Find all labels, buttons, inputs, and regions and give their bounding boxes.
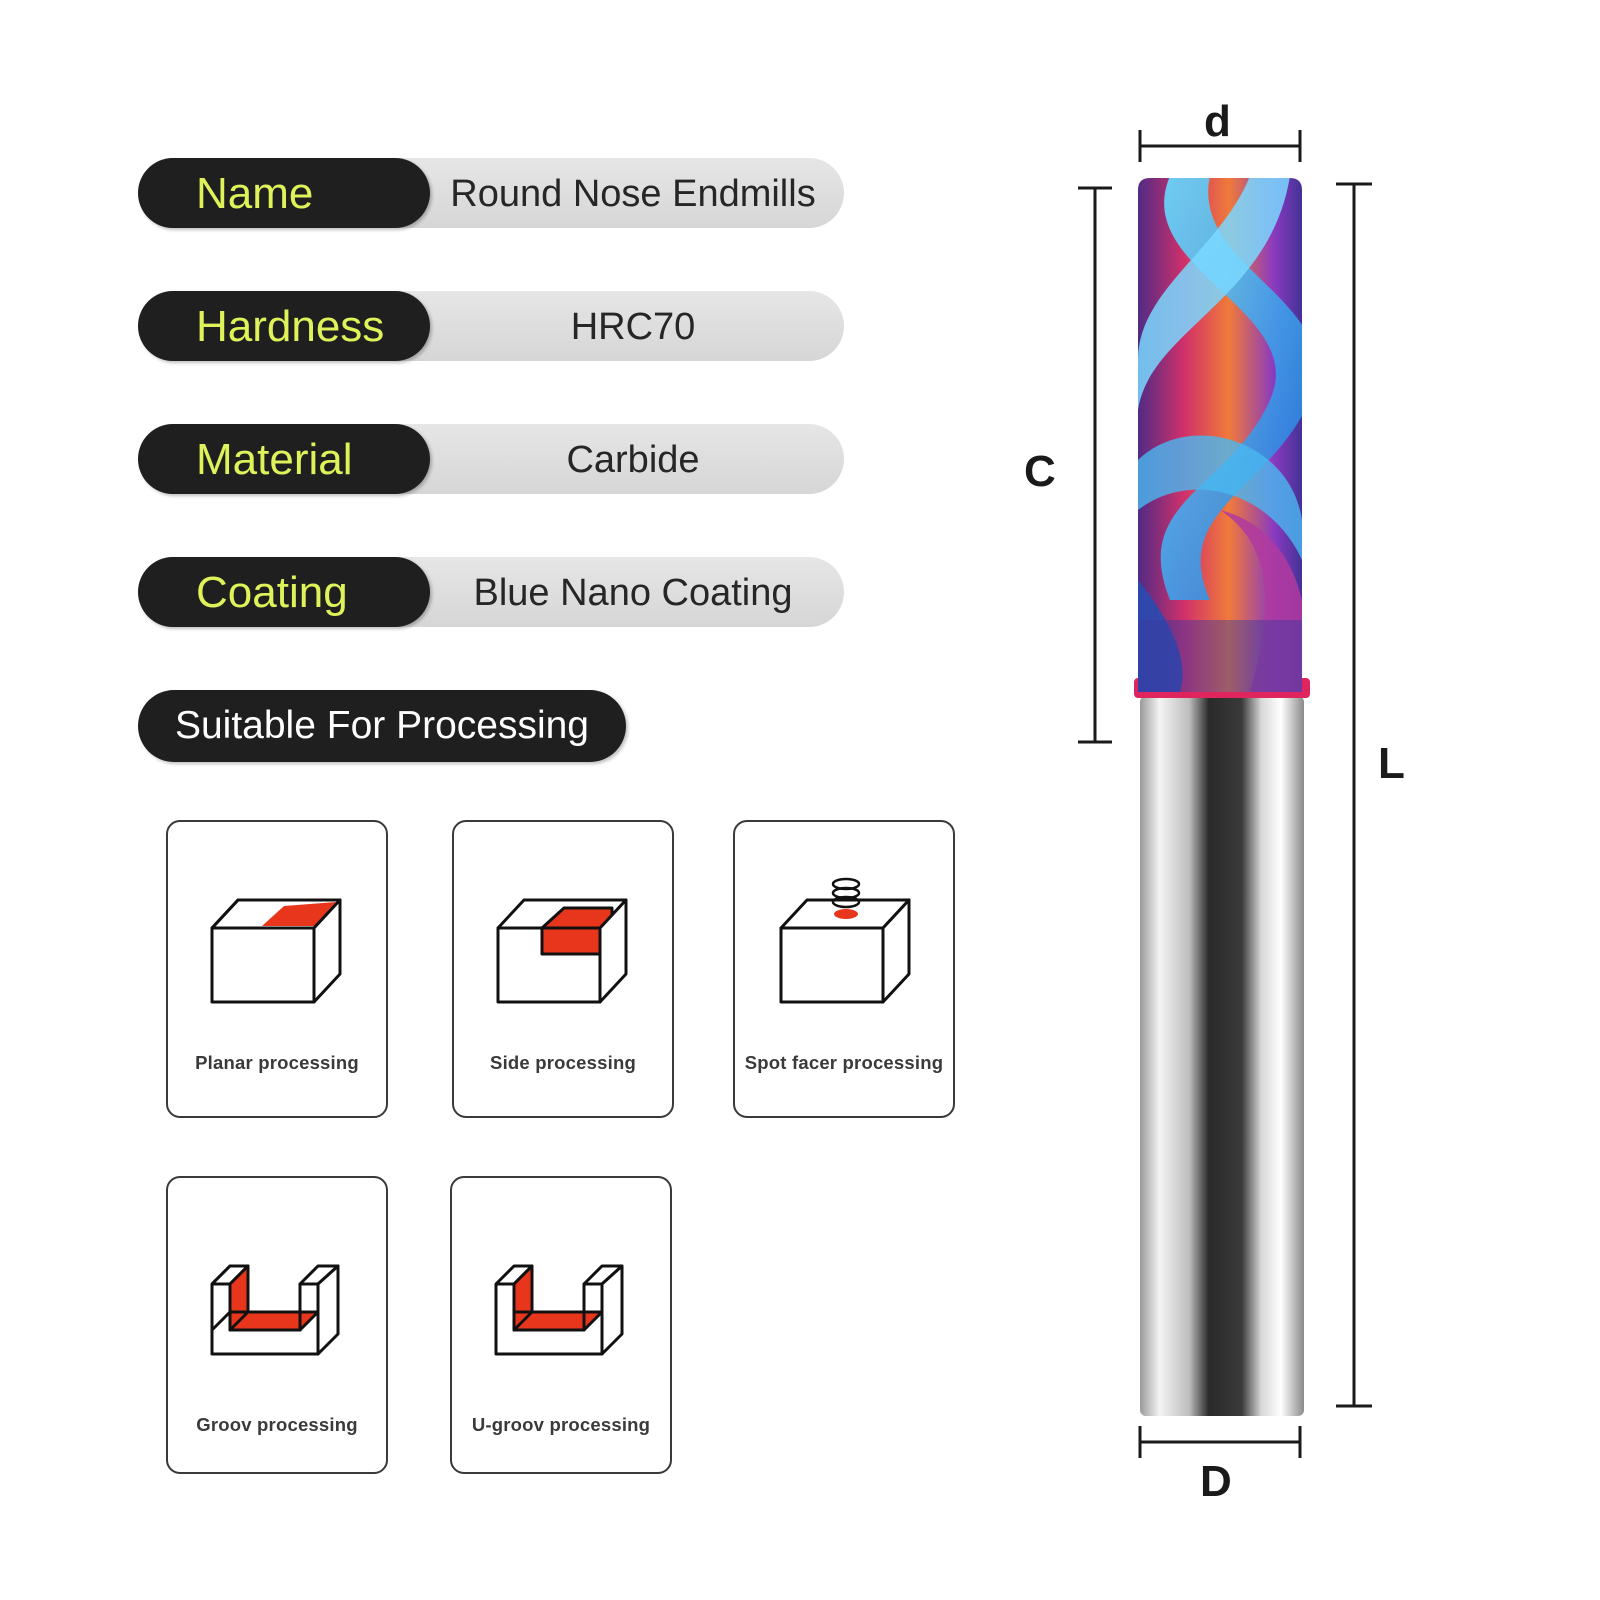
caption-side: Side processing — [490, 1052, 636, 1073]
spec-label-name: Name — [196, 169, 314, 218]
caption-u-groove: U-groov processing — [471, 1414, 651, 1435]
dimension-l-line — [1336, 182, 1372, 1408]
processing-card-side: Side processing — [452, 820, 674, 1118]
dimension-d-label: d — [1204, 97, 1231, 146]
processing-card-groove: Groov processing — [166, 1176, 388, 1474]
spec-row-coating: Coating Blue Nano Coating — [138, 557, 844, 627]
tool-shank — [1140, 696, 1304, 1416]
spec-row-material: Material Carbide — [138, 424, 844, 494]
spec-row-name: Name Round Nose Endmills — [138, 158, 844, 228]
suitable-for-processing-text: Suitable For Processing — [174, 704, 590, 747]
end-mill-tool-illustration — [1078, 130, 1372, 1458]
caption-planar: Planar processing — [195, 1052, 359, 1073]
dimension-d-line — [1138, 130, 1302, 162]
spec-label-material: Material — [196, 435, 353, 484]
u-groove-processing-icon — [494, 1264, 624, 1356]
spec-label-pill — [138, 291, 430, 361]
groove-processing-icon — [210, 1264, 340, 1356]
spec-label-pill — [138, 557, 430, 627]
processing-card-u-groove: U-groov processing — [450, 1176, 672, 1474]
spec-value-hardness: HRC70 — [570, 306, 696, 348]
caption-spot-facer: Spot facer processing — [744, 1052, 944, 1073]
spec-value-material: Carbide — [566, 439, 700, 481]
spec-row-hardness: Hardness HRC70 — [138, 291, 844, 361]
side-processing-icon — [496, 898, 628, 1004]
processing-card-planar: Planar processing — [166, 820, 388, 1118]
spec-value-coating: Blue Nano Coating — [473, 572, 793, 614]
planar-processing-icon — [210, 898, 342, 1004]
spec-value-name: Round Nose Endmills — [450, 173, 816, 215]
suitable-for-processing-heading: Suitable For Processing — [138, 690, 626, 762]
spec-label-coating: Coating — [196, 568, 348, 617]
spec-label-hardness: Hardness — [196, 302, 385, 351]
dimension-c-line — [1078, 186, 1112, 744]
spot-facer-processing-icon — [779, 877, 911, 1004]
dimension-d-large-label: D — [1200, 1457, 1232, 1506]
spec-label-pill — [138, 424, 430, 494]
tool-flutes — [1138, 178, 1302, 692]
spec-label-pill — [138, 158, 430, 228]
dimension-l-label: L — [1378, 739, 1405, 788]
dimension-c-label: C — [1024, 447, 1056, 496]
processing-card-spot-facer: Spot facer processing — [733, 820, 955, 1118]
caption-groove: Groov processing — [196, 1414, 358, 1435]
dimension-d-large-line — [1138, 1426, 1302, 1458]
